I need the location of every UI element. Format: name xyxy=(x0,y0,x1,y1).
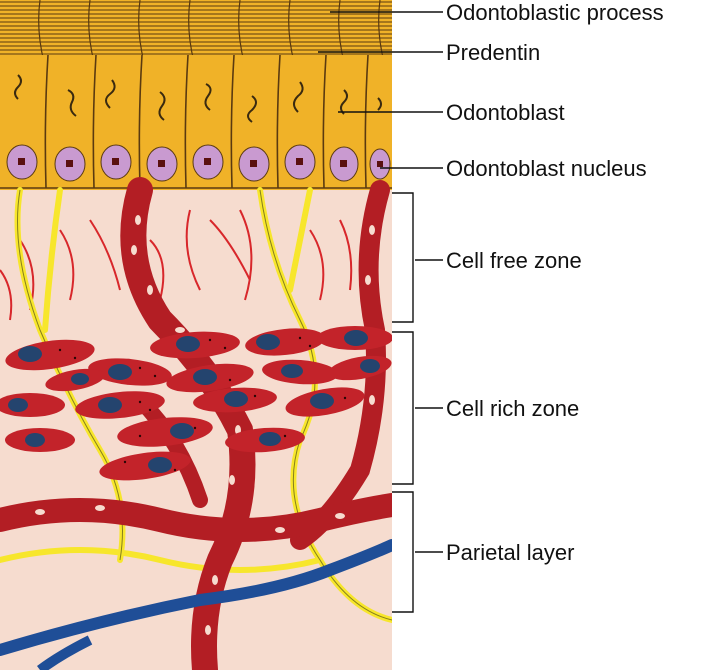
cell-rich-zone-nuclei xyxy=(8,330,380,473)
label-parietal-layer: Parietal layer xyxy=(446,540,574,565)
vein-branch xyxy=(37,635,93,670)
vein xyxy=(0,539,392,656)
cell-granules xyxy=(58,336,347,472)
odontoblast-cells xyxy=(0,54,392,189)
label-odontoblast-nucleus: Odontoblast nucleus xyxy=(446,156,647,181)
odontoblast-nuclei xyxy=(6,144,391,182)
label-cell-free-zone: Cell free zone xyxy=(446,248,582,273)
label-odontoblastic-process: Odontoblastic process xyxy=(446,0,664,25)
label-cell-rich-zone: Cell rich zone xyxy=(446,396,579,421)
label-odontoblast: Odontoblast xyxy=(446,100,565,125)
capillaries xyxy=(0,209,353,321)
leader-lines xyxy=(318,11,443,553)
odontoblast-organelles xyxy=(14,74,382,123)
zone-brackets xyxy=(392,192,414,613)
label-predentin: Predentin xyxy=(446,40,540,65)
